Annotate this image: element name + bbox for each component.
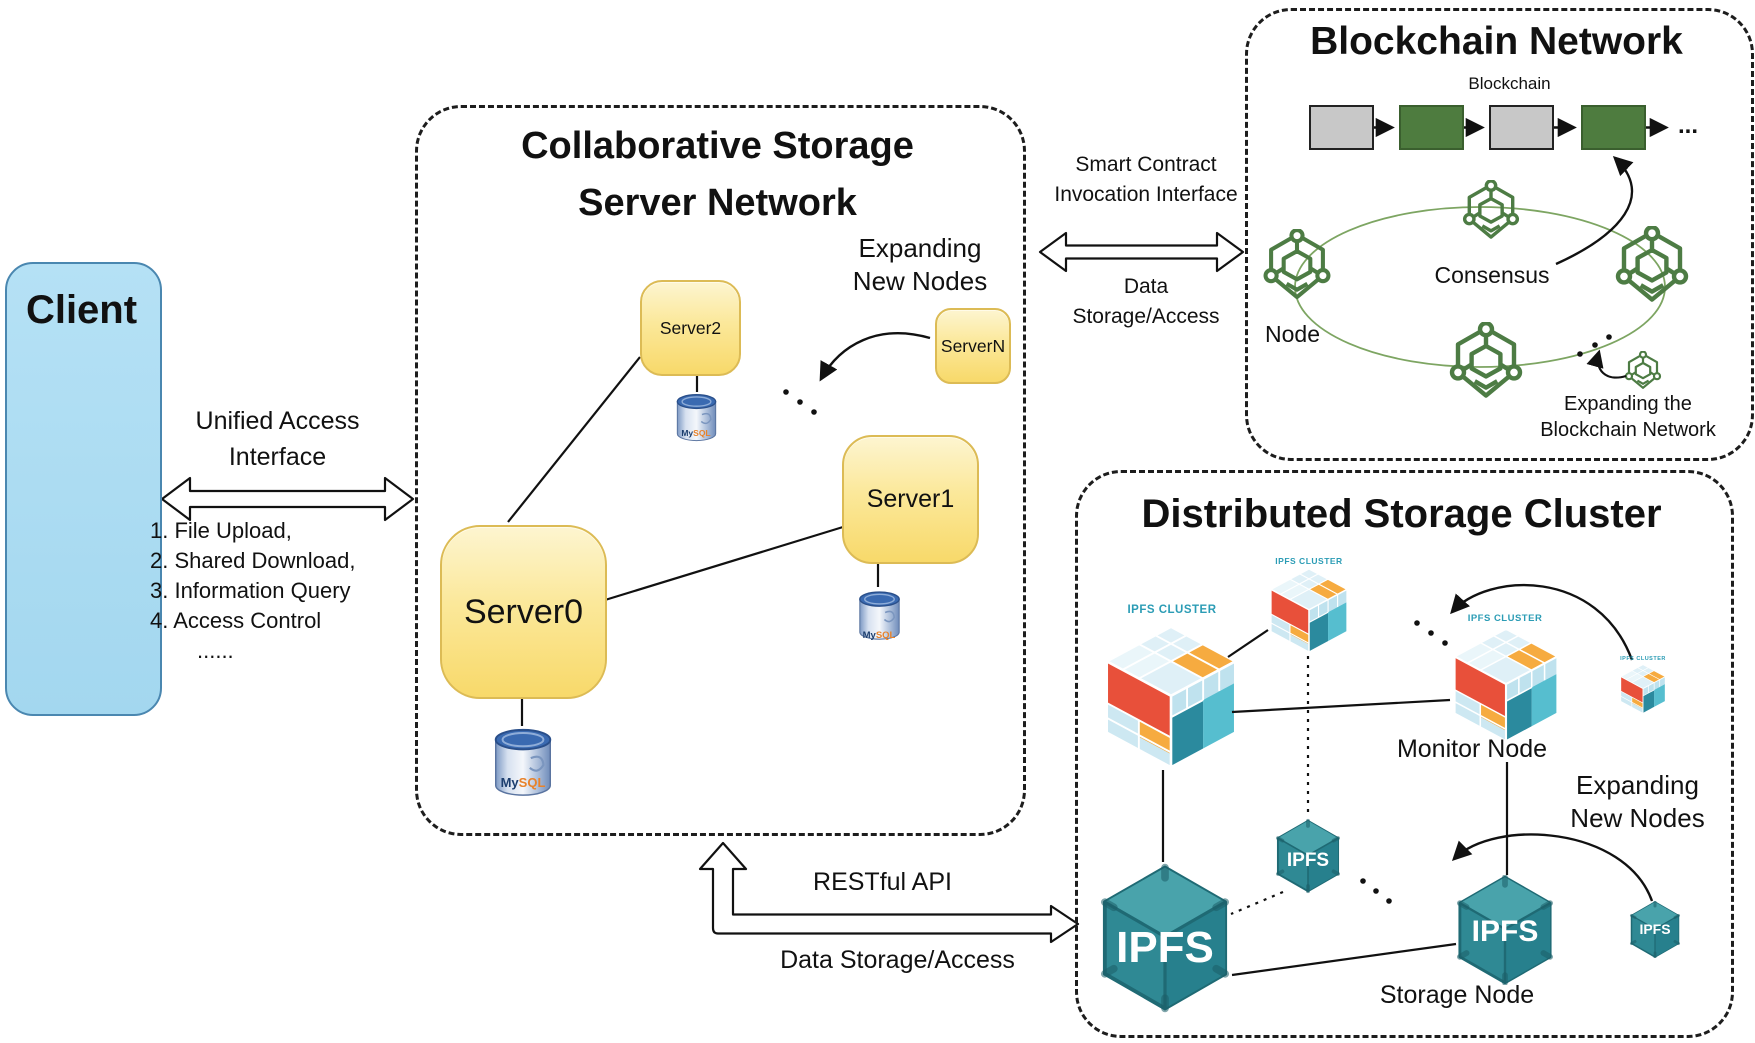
list-item: ......	[197, 638, 234, 663]
unified-access-arrow	[160, 476, 415, 522]
distributed-box	[1075, 470, 1734, 1038]
data-line1: Data	[1123, 275, 1169, 298]
collaborative-title: Collaborative Storage Server Network	[430, 118, 1005, 232]
server1-label: Server1	[866, 485, 955, 513]
smart-contract-line2: Invocation Interface	[1054, 183, 1238, 206]
ipfs-cluster-label: IPFS CLUSTER	[1467, 613, 1543, 624]
server1-node: Server1	[842, 435, 979, 564]
blockchain-chain-label: Blockchain	[1468, 74, 1551, 93]
unified-access-label: Unified Access Interface	[165, 403, 390, 475]
client-box	[5, 262, 162, 716]
server0-node: Server0	[440, 525, 607, 699]
monitor-node-label: Monitor Node	[1396, 735, 1548, 763]
node-label: Node	[1265, 321, 1320, 347]
consensus-label: Consensus	[1434, 262, 1550, 288]
expanding-line1: Expanding	[1576, 770, 1699, 800]
restful-api-label: RESTful API	[813, 868, 952, 896]
data-storage-access-label: Data Storage/Access	[1030, 272, 1262, 332]
expanding-new-nodes-label: Expanding New Nodes	[825, 232, 1015, 298]
collaborative-box	[415, 105, 1026, 836]
client-title: Client	[25, 288, 138, 332]
serverN-node: ServerN	[935, 308, 1011, 384]
expanding-blockchain-line2: Blockchain Network	[1540, 419, 1716, 441]
server2-node: Server2	[640, 280, 741, 376]
ipfs-cluster-label: IPFS CLUSTER	[1275, 556, 1343, 566]
list-item: 2. Shared Download,	[150, 548, 356, 573]
ipfs-cluster-label: IPFS CLUSTER	[1127, 604, 1217, 616]
server2-label: Server2	[659, 317, 722, 338]
list-item: 1. File Upload,	[150, 518, 292, 543]
data-line2: Storage/Access	[1072, 305, 1220, 328]
blockchain-box	[1245, 8, 1754, 461]
list-item: 4. Access Control	[150, 608, 322, 633]
expanding-line2: New Nodes	[1570, 803, 1705, 833]
data-storage-access-label: Data Storage/Access	[780, 946, 1015, 974]
collaborative-title-line2: Server Network	[578, 182, 857, 224]
expanding-line2: New Nodes	[852, 266, 988, 296]
unified-access-line1: Unified Access	[195, 407, 360, 435]
blockchain-title: Blockchain Network	[1310, 20, 1683, 63]
list-item: 3. Information Query	[150, 578, 351, 603]
smart-contract-arrow	[1038, 231, 1245, 273]
access-functions-list: 1. File Upload, 2. Shared Download, 3. Inf…	[150, 516, 410, 666]
expanding-line1: Expanding	[858, 233, 982, 263]
serverN-label: ServerN	[940, 335, 1006, 356]
expanding-blockchain-label: Expanding the Blockchain Network	[1518, 391, 1738, 443]
server0-label: Server0	[463, 592, 584, 631]
storage-node-label: Storage Node	[1379, 981, 1535, 1009]
collaborative-title-line1: Collaborative Storage	[521, 125, 914, 167]
expanding-new-nodes-label: Expanding New Nodes	[1535, 769, 1740, 835]
unified-access-line2: Interface	[228, 443, 327, 471]
distributed-title: Distributed Storage Cluster	[1141, 492, 1662, 536]
ipfs-cluster-label: IPFS CLUSTER	[1620, 656, 1666, 662]
smart-contract-link-label: Smart Contract Invocation Interface	[1030, 150, 1262, 210]
expanding-blockchain-line1: Expanding the	[1564, 393, 1692, 415]
smart-contract-line1: Smart Contract	[1075, 153, 1217, 176]
